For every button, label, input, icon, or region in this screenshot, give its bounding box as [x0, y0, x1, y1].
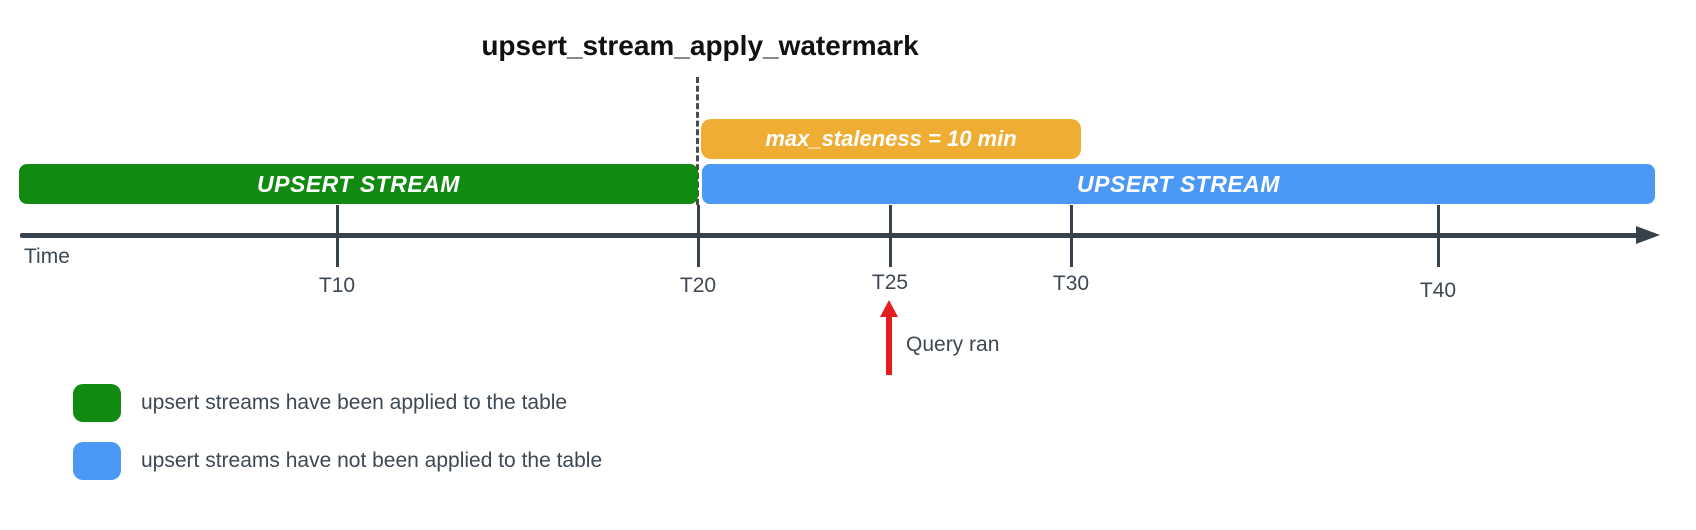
- legend-swatch-green: [73, 384, 121, 422]
- query-ran-arrow-shaft: [886, 315, 892, 375]
- upsert-stream-applied-label: UPSERT STREAM: [257, 170, 460, 197]
- tick-t40: [1437, 205, 1440, 267]
- tick-t30: [1070, 205, 1073, 267]
- time-axis-line: [20, 233, 1640, 238]
- tick-label-t25: T25: [871, 271, 909, 294]
- upsert-stream-not-applied-bar: UPSERT STREAM: [702, 164, 1655, 204]
- time-axis-label: Time: [24, 245, 70, 268]
- legend-label-not-applied: upsert streams have not been applied to …: [141, 449, 603, 472]
- max-staleness-label: max_staleness = 10 min: [765, 126, 1017, 151]
- max-staleness-bar: max_staleness = 10 min: [701, 119, 1081, 159]
- query-ran-label: Query ran: [906, 333, 1000, 356]
- legend-swatch-blue: [73, 442, 121, 480]
- diagram-title: upsert_stream_apply_watermark: [481, 30, 919, 61]
- time-axis-arrowhead-icon: [1636, 226, 1660, 244]
- upsert-stream-applied-bar: UPSERT STREAM: [19, 164, 698, 204]
- tick-t10: [336, 205, 339, 267]
- legend-row-applied: upsert streams have been applied to the …: [73, 384, 567, 422]
- query-ran-arrow-icon: [880, 300, 898, 317]
- tick-t25: [889, 205, 892, 267]
- tick-label-t40: T40: [1419, 279, 1457, 302]
- tick-t20: [697, 205, 700, 267]
- tick-label-t20: T20: [679, 274, 717, 297]
- tick-label-t10: T10: [318, 274, 356, 297]
- watermark-dashed-line: [696, 77, 699, 205]
- tick-label-t30: T30: [1052, 272, 1090, 295]
- legend-label-applied: upsert streams have been applied to the …: [141, 391, 568, 414]
- upsert-stream-not-applied-label: UPSERT STREAM: [1077, 170, 1280, 197]
- legend-row-not-applied: upsert streams have not been applied to …: [73, 442, 602, 480]
